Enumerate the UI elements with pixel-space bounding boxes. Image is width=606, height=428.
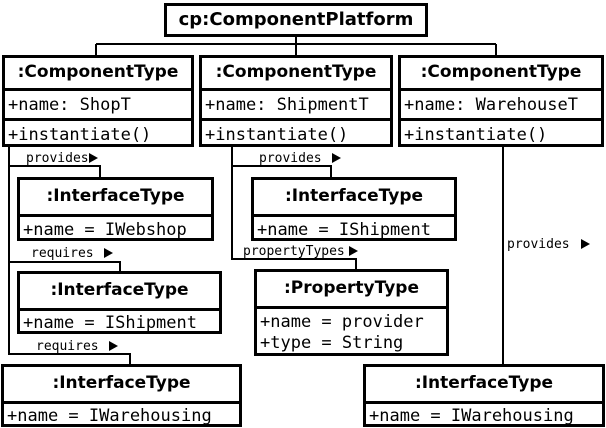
direction-arrow-icon [349,246,358,256]
component-operation: +instantiate() [5,118,191,148]
direction-arrow-icon [332,153,341,163]
component-type-warehouset: :ComponentType +name: WarehouseT +instan… [398,55,604,147]
relation-label-provides: provides [26,151,89,166]
property-type: +type = String [260,333,404,353]
component-type-shipmentt: :ComponentType +name: ShipmentT +instant… [199,55,393,147]
component-operation: +instantiate() [401,118,601,148]
shop-requires-line-1 [8,166,121,271]
interface-title: :InterfaceType [52,373,191,393]
interface-type-iwarehousing-required: :InterfaceType +name = IWarehousing [1,364,242,427]
property-name: +name = provider [257,306,446,333]
relation-label-provides: provides [507,237,570,252]
interface-title: :InterfaceType [50,280,189,300]
interface-type-ishipment-required: :InterfaceType +name = IShipment [17,271,222,334]
composition-line-platform [95,35,497,55]
component-name: +name: ShopT [5,88,191,118]
relation-label-requires: requires [36,339,99,354]
interface-title: :InterfaceType [46,186,185,206]
shipment-property-line [231,166,357,269]
interface-title: :InterfaceType [414,373,554,393]
relation-label-property-types: propertyTypes [243,244,345,259]
interface-type-ishipment-provided: :InterfaceType +name = IShipment [251,177,457,241]
shipment-provides-line [231,146,332,177]
direction-arrow-icon [109,341,118,351]
direction-arrow-icon [581,239,590,249]
interface-name: +name = IWebshop [20,214,211,241]
interface-name: +name = IShipment [254,214,454,241]
component-name: +name: ShipmentT [202,88,390,118]
relation-label-requires: requires [31,246,94,261]
property-type-provider: :PropertyType +name = provider +type = S… [254,269,449,356]
component-operation: +instantiate() [202,118,390,148]
component-title: :ComponentType [215,62,377,82]
component-title: :ComponentType [17,62,179,82]
component-title: :ComponentType [420,62,582,82]
direction-arrow-icon [104,248,113,258]
shop-provides-line [8,146,101,177]
platform-title: cp:ComponentPlatform [178,9,414,30]
interface-type-iwarehousing-provided: :InterfaceType +name = IWarehousing [363,364,605,427]
interface-title: :InterfaceType [284,186,424,206]
direction-arrow-icon [89,153,98,163]
property-title: :PropertyType [284,278,419,298]
interface-type-iwebshop: :InterfaceType +name = IWebshop [17,177,214,241]
interface-name: +name = IWarehousing [366,401,602,427]
interface-name: +name = IShipment [20,308,219,334]
relation-label-provides: provides [259,151,322,166]
interface-name: +name = IWarehousing [4,401,239,427]
component-type-shopt: :ComponentType +name: ShopT +instantiate… [2,55,194,147]
component-platform-box: cp:ComponentPlatform [164,3,428,37]
component-name: +name: WarehouseT [401,88,601,118]
shop-requires-line-2 [8,262,131,364]
